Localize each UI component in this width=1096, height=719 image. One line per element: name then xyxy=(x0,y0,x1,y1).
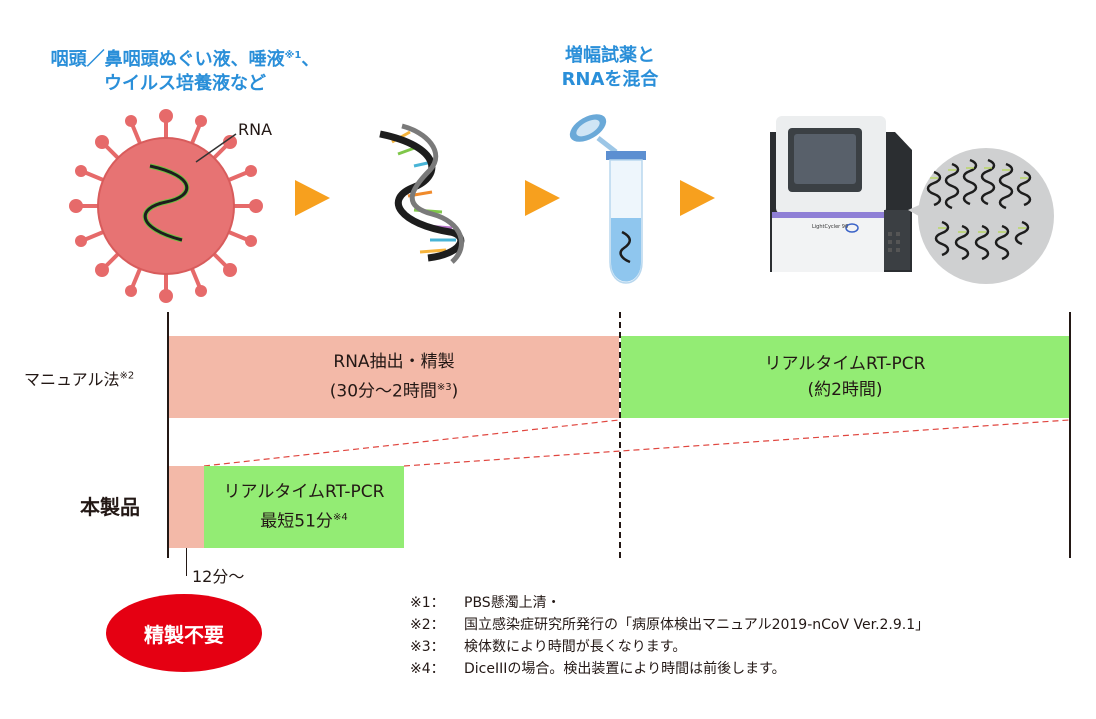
footnote: ※3：検体数により時間が長くなります。 xyxy=(410,639,687,655)
divider-dashed-line xyxy=(619,312,621,558)
manual-method-label: マニュアル法※2 xyxy=(24,370,135,389)
prep-time-tick xyxy=(186,548,187,576)
sample-title: 咽頭／鼻咽頭ぬぐい液、唾液※1、 ウイルス培養液など xyxy=(50,49,320,94)
no-purification-badge: 精製不要 xyxy=(106,594,262,672)
footnote: ※4：DiceIIIの場合。検出装置により時間は前後します。 xyxy=(410,661,786,677)
product-label: 本製品 xyxy=(80,495,140,519)
zoom-helix-icon xyxy=(908,148,1054,284)
start-axis-line xyxy=(167,312,169,558)
product-pcr-bar: リアルタイムRT-PCR 最短51分※4 xyxy=(204,466,404,548)
mix-title: 増幅試薬と RNAを混合 xyxy=(561,45,659,90)
footnote: ※2：国立感染症研究所発行の「病原体検出マニュアル2019-nCoV Ver.2… xyxy=(410,617,930,633)
prep-time-label: 12分〜 xyxy=(192,567,245,586)
arrow-icon xyxy=(680,180,715,216)
footnote: ※1：PBS懸濁上清・ xyxy=(410,595,561,611)
pcr-instrument-icon xyxy=(770,116,912,272)
footnotes: ※1：PBS懸濁上清・ ※2：国立感染症研究所発行の「病原体検出マニュアル201… xyxy=(410,592,929,680)
illustration-row: LightCycler 96 xyxy=(69,109,1054,303)
rna-label: RNA xyxy=(238,120,273,139)
arrow-icon xyxy=(295,180,330,216)
arrow-icon xyxy=(525,180,560,216)
sample-tube-icon xyxy=(606,151,646,284)
manual-pcr-bar: リアルタイムRT-PCR (約2時間) xyxy=(621,336,1069,418)
product-prep-bar xyxy=(169,466,204,548)
virus-icon xyxy=(69,109,263,303)
pipette-icon xyxy=(569,114,618,154)
instrument-brand: LightCycler 96 xyxy=(812,224,848,230)
end-axis-line xyxy=(1069,312,1071,558)
rna-helix-icon xyxy=(379,123,465,264)
manual-extraction-bar: RNA抽出・精製 (30分〜2時間※3) xyxy=(169,336,619,418)
